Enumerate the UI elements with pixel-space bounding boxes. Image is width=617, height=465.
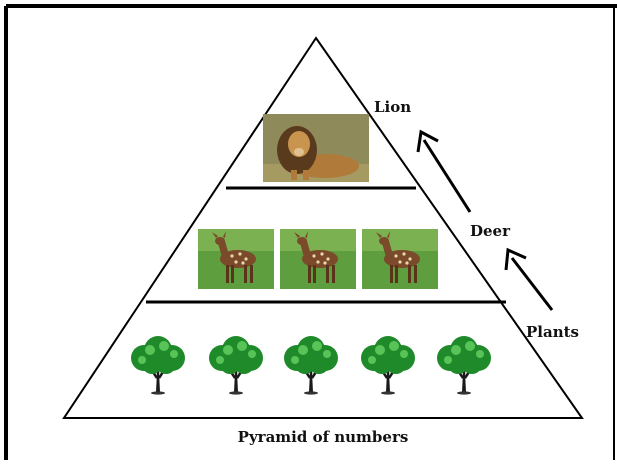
tree-icon	[361, 336, 415, 395]
plant-tier	[131, 336, 491, 395]
deer-image	[362, 229, 438, 289]
lion-image	[263, 114, 369, 182]
arrow-deer-to-lion	[418, 132, 470, 212]
tree-icon	[131, 336, 185, 395]
arrow-plants-to-deer	[506, 250, 552, 310]
label-lion: Lion	[374, 98, 411, 116]
deer-image	[198, 229, 274, 289]
tree-icon	[284, 336, 338, 395]
deer-tier	[198, 229, 438, 289]
deer-image	[280, 229, 356, 289]
caption-pyramid-of-numbers: Pyramid of numbers	[238, 428, 409, 446]
tree-icon	[209, 336, 263, 395]
label-deer: Deer	[470, 222, 511, 240]
lion-tier	[263, 114, 369, 182]
tree-icon	[437, 336, 491, 395]
label-plants: Plants	[526, 323, 579, 341]
